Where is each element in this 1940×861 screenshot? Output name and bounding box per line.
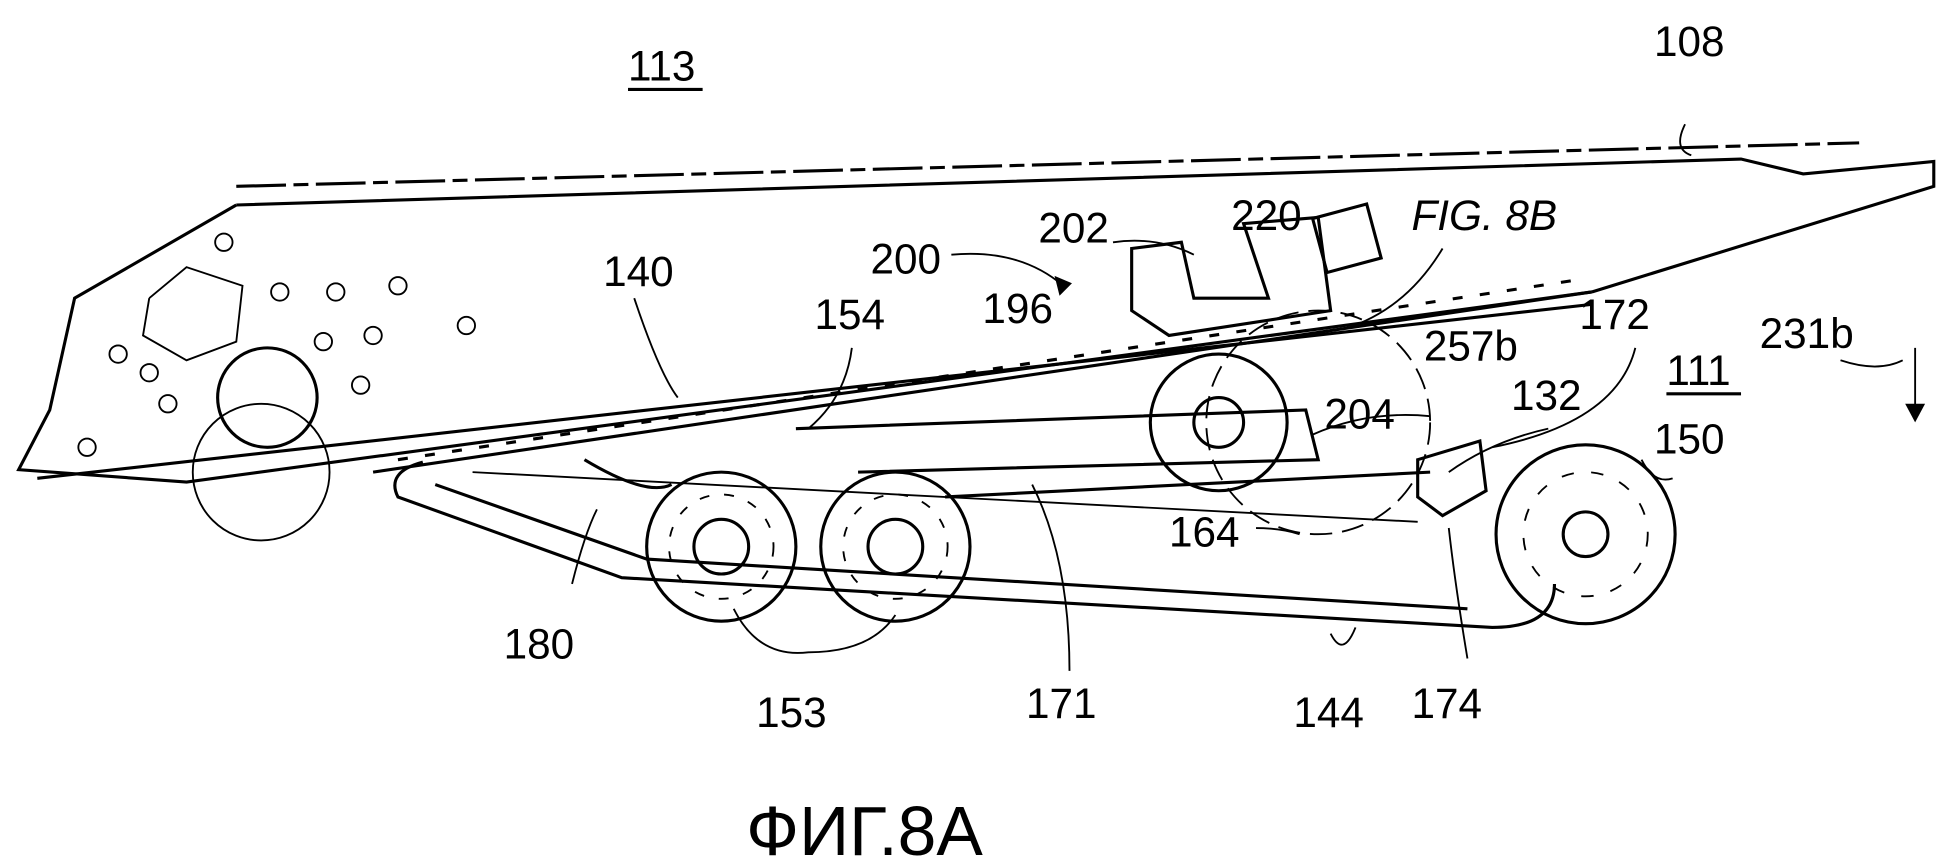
- label-204: 204: [1324, 391, 1395, 438]
- label-140: 140: [603, 248, 674, 295]
- label-180: 180: [504, 621, 575, 668]
- label-257b: 257b: [1424, 322, 1518, 369]
- label-150: 150: [1654, 416, 1725, 463]
- leader-lines: [571, 123, 1917, 671]
- slide-rail: [372, 278, 1593, 474]
- label-200: 200: [871, 235, 942, 282]
- label-113: 113: [628, 43, 695, 90]
- label-220: 220: [1231, 192, 1302, 239]
- label-164: 164: [1169, 509, 1240, 556]
- arrow-231b: [1905, 403, 1926, 423]
- label-fig8b: FIG. 8B: [1411, 192, 1557, 239]
- label-171: 171: [1026, 680, 1097, 727]
- label-153: 153: [756, 689, 827, 736]
- tunnel-body: [16, 141, 1936, 542]
- label-172: 172: [1579, 291, 1650, 338]
- figure-caption: ФИГ.8A: [746, 792, 983, 861]
- idler-wheels: [645, 443, 1677, 626]
- track: [393, 460, 1557, 629]
- label-196: 196: [982, 285, 1053, 332]
- label-132: 132: [1511, 372, 1582, 419]
- reference-labels: 113 108 200 202 220 FIG. 8B 140 154 196 …: [504, 18, 1854, 861]
- label-144: 144: [1293, 689, 1364, 736]
- label-108: 108: [1654, 18, 1725, 65]
- suspension-arms: [583, 202, 1488, 536]
- label-174: 174: [1411, 680, 1482, 727]
- label-202: 202: [1038, 204, 1109, 251]
- arrow-200: [1054, 275, 1072, 296]
- label-231b: 231b: [1760, 310, 1854, 357]
- label-111: 111: [1666, 347, 1730, 394]
- rivets: [77, 232, 476, 457]
- label-154: 154: [815, 291, 886, 338]
